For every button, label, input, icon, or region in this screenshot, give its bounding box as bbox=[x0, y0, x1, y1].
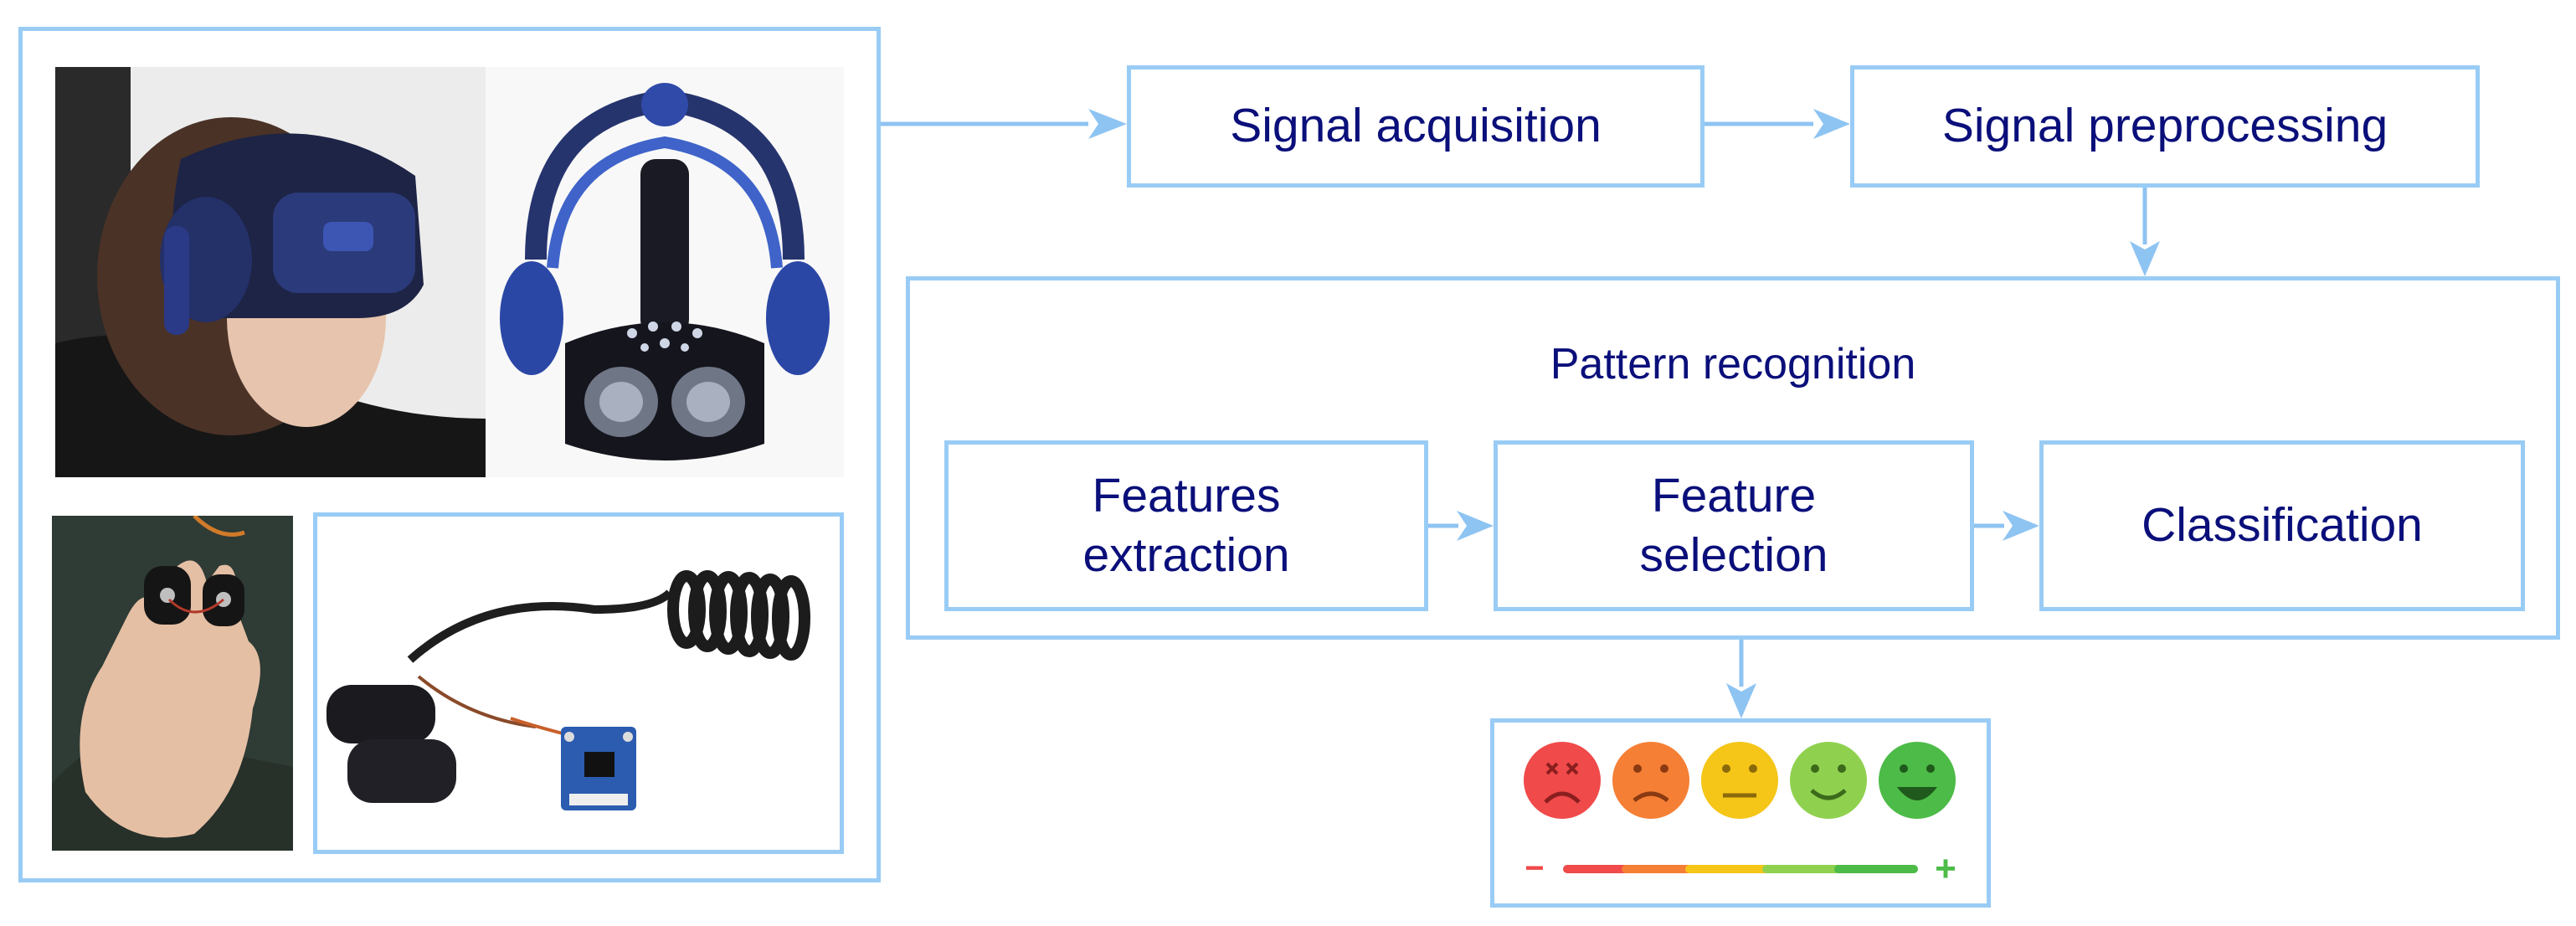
features-extraction-line2: extraction bbox=[1082, 528, 1290, 582]
gsr-sensor-module-photo bbox=[318, 517, 839, 849]
gsr-finger-sensors-photo bbox=[52, 516, 293, 851]
feature-selection-line1: Feature bbox=[1651, 468, 1817, 522]
features-extraction-line1: Features bbox=[1092, 468, 1281, 522]
feature-selection-box bbox=[1494, 440, 1974, 611]
very-sad-face-icon bbox=[1524, 742, 1601, 819]
classification-box bbox=[2039, 440, 2525, 611]
pattern-recognition-label: Pattern recognition bbox=[1550, 339, 1916, 388]
scale-minus-label: − bbox=[1525, 850, 1545, 887]
happy-face-icon bbox=[1790, 742, 1867, 819]
feature-selection-line2: selection bbox=[1639, 528, 1828, 582]
signal-preprocessing-box bbox=[1850, 65, 2480, 188]
signal-acquisition-box bbox=[1127, 65, 1704, 188]
features-extraction-label: Features extraction bbox=[944, 440, 1428, 611]
signal-acquisition-label: Signal acquisition bbox=[1230, 99, 1602, 153]
scale-plus-label: + bbox=[1935, 847, 1956, 889]
sad-face-icon bbox=[1612, 742, 1689, 819]
emotion-faces bbox=[1524, 742, 1956, 819]
very-happy-face-icon bbox=[1879, 742, 1956, 819]
vr-headset-eeg-photo bbox=[486, 67, 844, 477]
feature-selection-label: Feature selection bbox=[1494, 440, 1974, 611]
neutral-face-icon bbox=[1701, 742, 1778, 819]
classification-label: Classification bbox=[2142, 498, 2423, 553]
features-extraction-box bbox=[944, 440, 1428, 611]
signal-preprocessing-label: Signal preprocessing bbox=[1941, 99, 2388, 153]
vr-headset-user-photo bbox=[55, 67, 486, 477]
